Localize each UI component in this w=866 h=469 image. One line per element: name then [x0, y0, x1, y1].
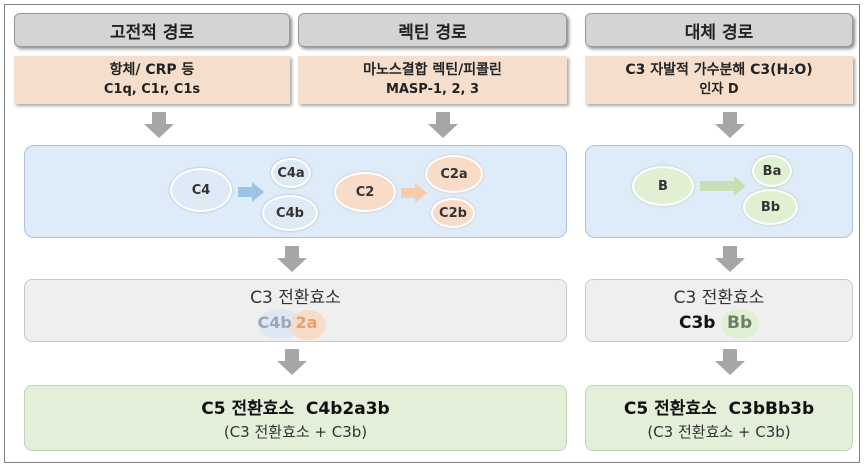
initiator-classical-line1: 항체/ CRP 등 — [109, 62, 195, 78]
header-lectin: 렉틴 경로 — [298, 13, 567, 47]
c2-ellipse: C2 — [334, 172, 396, 212]
initiator-lectin-line1: 마노스결합 렉틴/피콜린 — [363, 62, 502, 78]
c2b-ellipse: C2b — [431, 198, 475, 228]
c3-convertase-part2-left: 2a — [295, 312, 318, 332]
c3-convertase-title-right: C3 전환효소 — [673, 287, 765, 308]
right-arrow-icon — [238, 182, 264, 202]
right-arrow-icon — [700, 176, 746, 196]
bb-ellipse: Bb — [743, 189, 798, 225]
down-arrow-icon — [277, 349, 307, 375]
c3-convertase-part1-left: C4b — [257, 312, 292, 332]
c3-convertase-part1-right: C3b — [679, 312, 716, 333]
initiator-lectin-line2: MASP-1, 2, 3 — [385, 82, 480, 97]
initiator-lectin: 마노스결합 렉틴/피콜린 MASP-1, 2, 3 — [298, 56, 567, 104]
diagram-frame — [4, 4, 860, 463]
right-arrow-icon — [401, 183, 427, 203]
c5-convertase-panel-left: C5 전환효소 C4b2a3b (C3 전환효소 + C3b) — [24, 385, 567, 451]
initiator-alternative-line1: C3 자발적 가수분해 C3(H₂O) — [625, 62, 813, 78]
c4a-ellipse: C4a — [271, 158, 311, 188]
c5-convertase-title-right: C5 전환효소 C3bBb3b — [623, 399, 815, 419]
header-classical: 고전적 경로 — [14, 13, 290, 47]
ba-ellipse: Ba — [752, 155, 792, 187]
cleavage-panel-alternative — [585, 145, 853, 238]
down-arrow-icon — [144, 112, 174, 138]
initiator-classical: 항체/ CRP 등 C1q, C1r, C1s — [14, 56, 290, 104]
bb-blob — [721, 308, 759, 339]
c5-convertase-panel-right: C5 전환효소 C3bBb3b (C3 전환효소 + C3b) — [585, 385, 853, 451]
c3-convertase-title-left: C3 전환효소 — [250, 287, 341, 308]
down-arrow-icon — [715, 349, 745, 375]
b-ellipse: B — [632, 166, 694, 206]
down-arrow-icon — [428, 112, 458, 138]
c3-convertase-part2-right: Bb — [727, 312, 753, 333]
down-arrow-icon — [277, 246, 307, 272]
c3-convertase-panel-left: C3 전환효소 C4b 2a — [24, 279, 567, 342]
initiator-alternative: C3 자발적 가수분해 C3(H₂O) 인자 D — [585, 56, 853, 104]
c3-convertase-panel-right: C3 전환효소 C3b Bb — [585, 279, 853, 342]
c2a-ellipse: C2a — [425, 155, 483, 193]
c3-convertase-complex-left: C4b 2a — [256, 308, 336, 340]
c3-convertase-complex-right: C3b Bb — [677, 308, 761, 339]
c5-convertase-title-left: C5 전환효소 C4b2a3b — [201, 399, 390, 419]
c5-convertase-note-right: (C3 전환효소 + C3b) — [647, 423, 791, 441]
down-arrow-icon — [715, 246, 745, 272]
initiator-alternative-line2: 인자 D — [699, 82, 739, 97]
down-arrow-icon — [715, 112, 745, 138]
c4-ellipse: C4 — [170, 168, 232, 212]
c2a-blob — [289, 309, 326, 340]
c5-convertase-note-left: (C3 전환효소 + C3b) — [223, 423, 368, 441]
initiator-classical-line2: C1q, C1r, C1s — [103, 82, 201, 97]
c4b-ellipse: C4b — [262, 195, 318, 231]
header-alternative: 대체 경로 — [585, 13, 853, 47]
